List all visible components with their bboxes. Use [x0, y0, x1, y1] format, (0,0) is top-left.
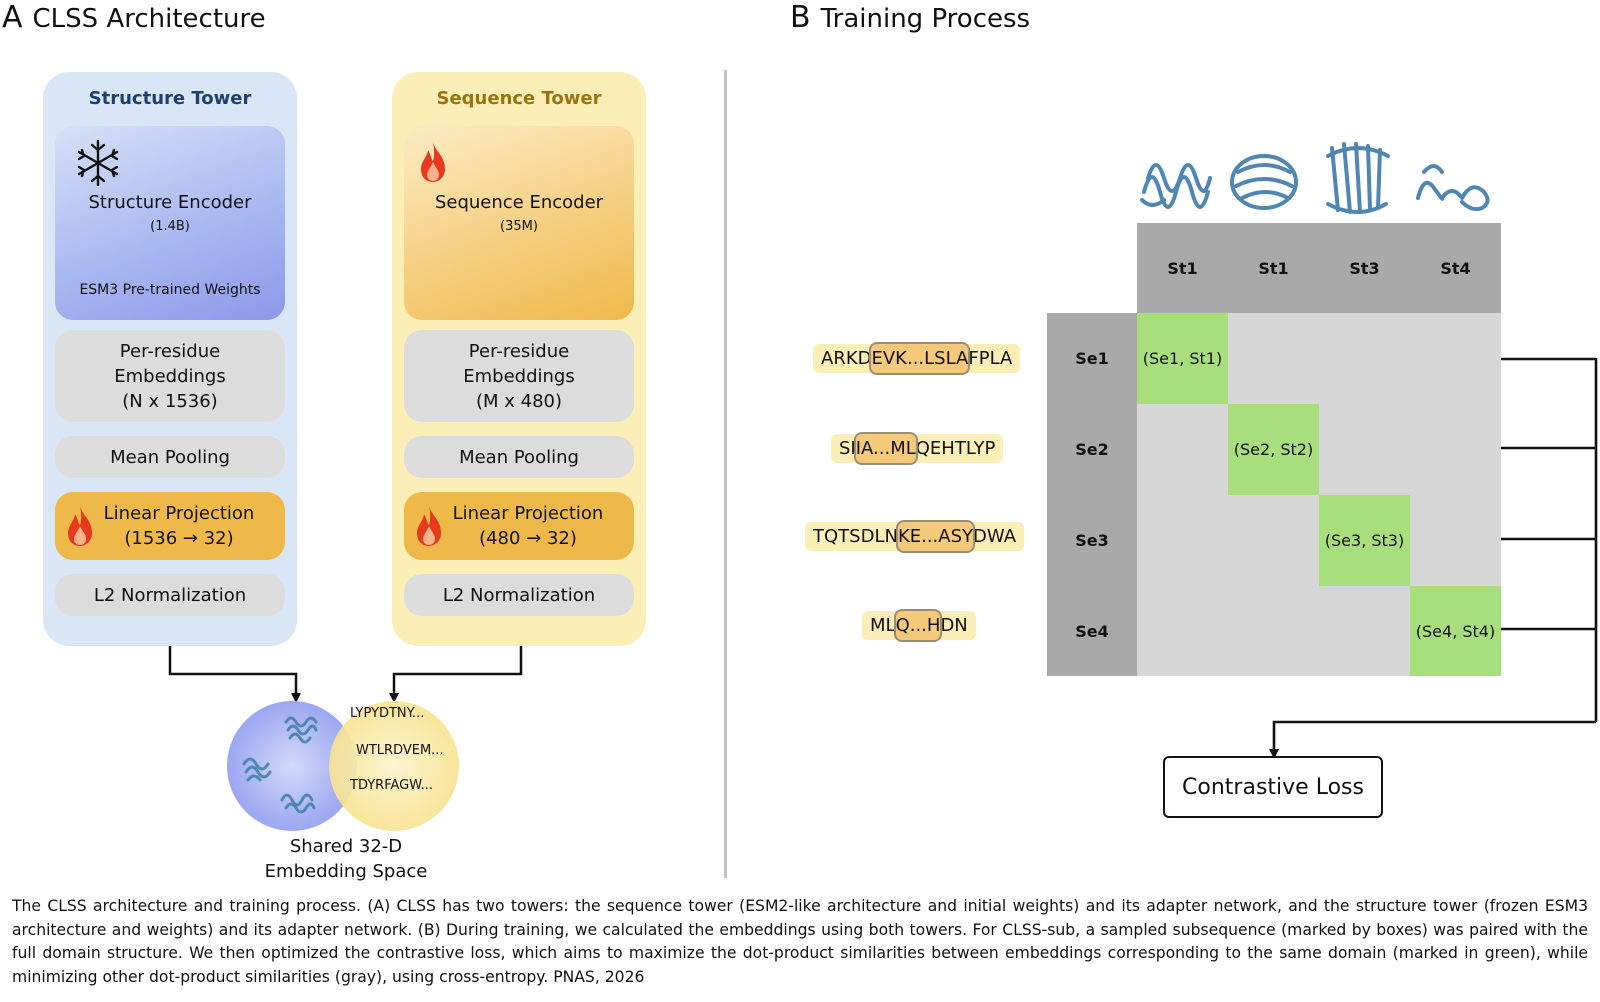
protein-structure-icon	[242, 716, 318, 814]
sequence-encoder-size: (35M)	[500, 219, 538, 234]
sequence-l2-normalization: L2 Normalization	[404, 574, 634, 616]
row-header-4: Se4	[1075, 621, 1109, 641]
sequence-mean-pooling: Mean Pooling	[404, 436, 634, 478]
structure-encoder-size: (1.4B)	[150, 219, 190, 234]
seq2-subsequence-box: IA...ML	[853, 432, 918, 465]
seq1-prefix: ARKD	[821, 348, 872, 369]
tower-connectors	[168, 646, 523, 703]
protein-structure-icon	[1416, 164, 1490, 212]
seq3-suffix: DWA	[973, 526, 1017, 547]
sequence-normalization-label: L2 Normalization	[442, 584, 596, 606]
seq2-suffix: QEHTLYP	[915, 438, 996, 459]
col-header-4: St4	[1440, 258, 1471, 278]
structure-embeddings-line1: Per-residue	[119, 340, 221, 362]
flame-icon	[68, 506, 92, 546]
seq3-subsequence-box: KE...ASY	[895, 520, 976, 553]
row-header-3: Se3	[1075, 531, 1109, 550]
panel-b-letter: B	[790, 0, 811, 35]
structure-encoder-box: Structure Encoder (1.4B) ESM3 Pre-traine…	[55, 126, 285, 320]
structure-embeddings-line2: Embeddings	[114, 365, 226, 387]
sequence-embeddings-line1: Per-residue	[468, 340, 570, 362]
row-header-2: Se2	[1075, 440, 1109, 459]
protein-structure-icon	[1230, 154, 1298, 210]
seq3-prefix: TQTSDLN	[813, 526, 898, 547]
structure-to-space-arrow	[168, 646, 301, 703]
similarity-matrix: St1 St1 St3 St4 Se1 Se2 Se3 Se4 (Se1, St…	[1047, 223, 1501, 676]
sequence-projection-line2: (480 → 32)	[479, 528, 577, 549]
figure-caption: The CLSS architecture and training proce…	[12, 897, 1588, 986]
panel-a-letter: A	[2, 0, 23, 35]
shared-space-label-line2: Embedding Space	[264, 861, 428, 882]
structure-projection-line1: Linear Projection	[103, 503, 255, 524]
panel-b-heading: Training Process	[820, 4, 1031, 34]
flame-icon	[417, 506, 441, 546]
sequence-space-circle	[329, 701, 459, 831]
structure-l2-normalization: L2 Normalization	[55, 574, 285, 616]
structure-tower: Structure Tower Structure Encoder (1.4B)…	[43, 72, 297, 646]
seq4-suffix: DN	[940, 615, 968, 636]
seq4-subsequence-box: Q...H	[893, 609, 943, 642]
row-header-1: Se1	[1075, 349, 1109, 368]
shared-seq-3: TDYRFAGW...	[350, 778, 433, 793]
structure-embeddings-line3: (N x 1536)	[122, 390, 218, 412]
sequence-embeddings-box: Per-residue Embeddings (M x 480)	[404, 330, 634, 422]
structure-encoder-weights: ESM3 Pre-trained Weights	[79, 282, 261, 298]
structure-tower-title: Structure Tower	[88, 88, 252, 109]
structure-linear-projection: Linear Projection (1536 → 32)	[55, 492, 285, 560]
flame-icon	[421, 142, 445, 182]
col-header-3: St3	[1349, 258, 1380, 278]
sequence-tag-2: SIIA...MLQEHTLYP	[831, 432, 1004, 465]
sequence-embeddings-line3: (M x 480)	[475, 390, 563, 412]
sequence-tag-3: TQTSDLNKE...ASYDWA	[805, 520, 1025, 553]
contrastive-loss-label: Contrastive Loss	[1182, 774, 1364, 800]
col-header-1: St1	[1167, 258, 1198, 278]
seq4-prefix: ML	[870, 615, 896, 636]
structure-mean-pooling: Mean Pooling	[55, 436, 285, 478]
structure-encoder-name: Structure Encoder	[88, 192, 252, 213]
diagonal-cell-3: (Se3, St3)	[1319, 495, 1410, 586]
shared-embedding-space-venn	[227, 701, 459, 831]
matrix-row-header-bg	[1047, 313, 1137, 676]
shared-space-label-line1: Shared 32-D	[289, 836, 403, 857]
sequence-projection-line1: Linear Projection	[452, 503, 604, 524]
sequence-to-space-arrow	[389, 646, 523, 703]
sequence-tower-title: Sequence Tower	[436, 88, 602, 109]
diagonal-cell-2: (Se2, St2)	[1228, 404, 1319, 495]
snowflake-icon	[77, 139, 119, 187]
structure-space-circle	[227, 701, 357, 831]
structure-normalization-label: L2 Normalization	[93, 584, 247, 606]
sequence-tag-1: ARKDEVK...LSLAFPLA	[813, 342, 1021, 375]
structure-embeddings-box: Per-residue Embeddings (N x 1536)	[55, 330, 285, 422]
sequence-tower: Sequence Tower Sequence Encoder (35M) Pe…	[392, 72, 646, 646]
shared-seq-2: WTLRDVEM...	[356, 743, 444, 758]
shared-space-label: Shared 32-D Embedding Space	[236, 834, 456, 884]
panel-b-title: B Training Process	[790, 0, 1030, 35]
sequence-pooling-label: Mean Pooling	[459, 446, 579, 468]
sequence-tag-4: MLQ...HDN	[862, 609, 976, 642]
sequence-embeddings-line2: Embeddings	[463, 365, 575, 387]
sequence-linear-projection: Linear Projection (480 → 32)	[404, 492, 634, 560]
col-header-2: St1	[1258, 258, 1289, 278]
diagonal-cell-1: (Se1, St1)	[1137, 313, 1228, 404]
seq1-suffix: FPLA	[968, 348, 1013, 369]
structure-icons-row	[1140, 142, 1490, 214]
matrix-header-bg	[1137, 223, 1501, 313]
seq1-subsequence-box: EVK...LSLA	[869, 342, 971, 375]
loss-connectors	[1269, 357, 1598, 759]
protein-structure-icon	[1140, 163, 1212, 209]
structure-projection-line2: (1536 → 32)	[124, 528, 234, 549]
panel-divider	[724, 70, 727, 878]
sequence-encoder-box: Sequence Encoder (35M)	[404, 126, 634, 320]
structure-pooling-label: Mean Pooling	[110, 446, 230, 468]
sequence-encoder-name: Sequence Encoder	[434, 192, 604, 213]
seq2-prefix: SI	[839, 438, 856, 459]
diagonal-cell-4: (Se4, St4)	[1410, 586, 1501, 676]
panel-a-heading: CLSS Architecture	[32, 4, 266, 34]
panel-a-title: A CLSS Architecture	[2, 0, 266, 35]
protein-structure-icon	[1326, 142, 1390, 214]
contrastive-loss-box: Contrastive Loss	[1163, 756, 1383, 818]
shared-seq-1: LYPYDTNY...	[350, 706, 425, 721]
